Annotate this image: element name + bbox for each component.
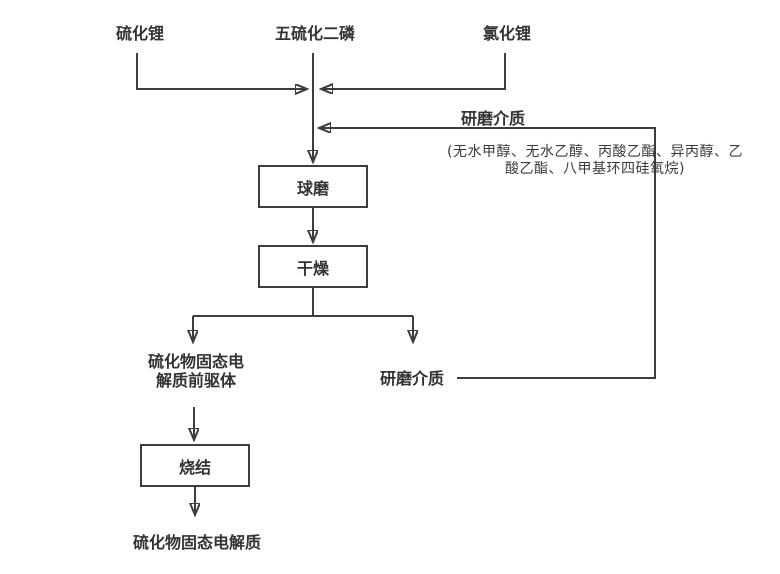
- connector-lithium-chloride: [322, 53, 506, 89]
- connector-grinding-media-recycle: [320, 128, 656, 379]
- process-box-ball-milling: 球磨: [258, 165, 368, 208]
- input-label-phosphorus-pentasulfide: 五硫化二磷: [274, 24, 356, 43]
- grinding-media-note-line1: (无水甲醇、无水乙醇、丙酸乙酯、异丙醇、乙: [447, 144, 743, 160]
- process-box-drying-label: 干燥: [296, 258, 329, 278]
- grinding-media-note: (无水甲醇、无水乙醇、丙酸乙酯、异丙醇、乙 酸乙酯、八甲基环四硅氧烷): [447, 144, 743, 178]
- precursor-label-line1: 硫化物固态电: [147, 352, 244, 371]
- grinding-media-top-label: 研磨介质: [460, 109, 526, 128]
- precursor-label-line2: 解质前驱体: [155, 371, 236, 390]
- grinding-media-note-line2: 酸乙酯、八甲基环四硅氧烷): [505, 161, 685, 177]
- input-label-lithium-sulfide: 硫化锂: [115, 24, 165, 43]
- process-box-drying: 干燥: [258, 245, 368, 288]
- process-box-sintering: 烧结: [140, 444, 250, 487]
- final-product-label: 硫化物固态电解质: [132, 533, 262, 552]
- process-box-ball-milling-label: 球磨: [296, 178, 329, 198]
- precursor-label: 硫化物固态电 解质前驱体: [131, 352, 261, 390]
- grinding-media-recycle-label: 研磨介质: [379, 369, 445, 388]
- connector-lithium-sulfide: [136, 53, 306, 89]
- input-label-lithium-chloride: 氯化锂: [482, 24, 532, 43]
- connector-dry-split: [193, 287, 413, 317]
- process-box-sintering-label: 烧结: [178, 457, 211, 477]
